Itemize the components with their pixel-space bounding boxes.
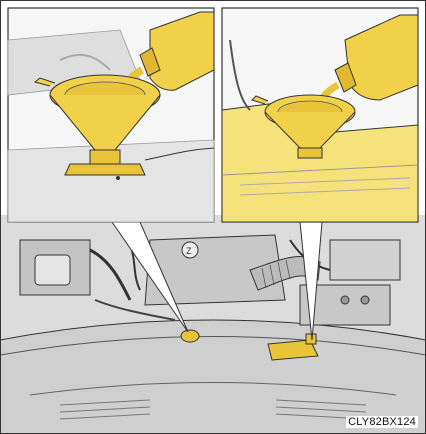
svg-text:Z: Z [186, 246, 192, 256]
inset-engine-oil [8, 8, 214, 222]
engine-bay: Z [0, 215, 426, 434]
figure-code: CLY82BX124 [346, 416, 418, 428]
inset-washer-fluid [222, 8, 418, 222]
engine-oil-cap [181, 330, 199, 342]
